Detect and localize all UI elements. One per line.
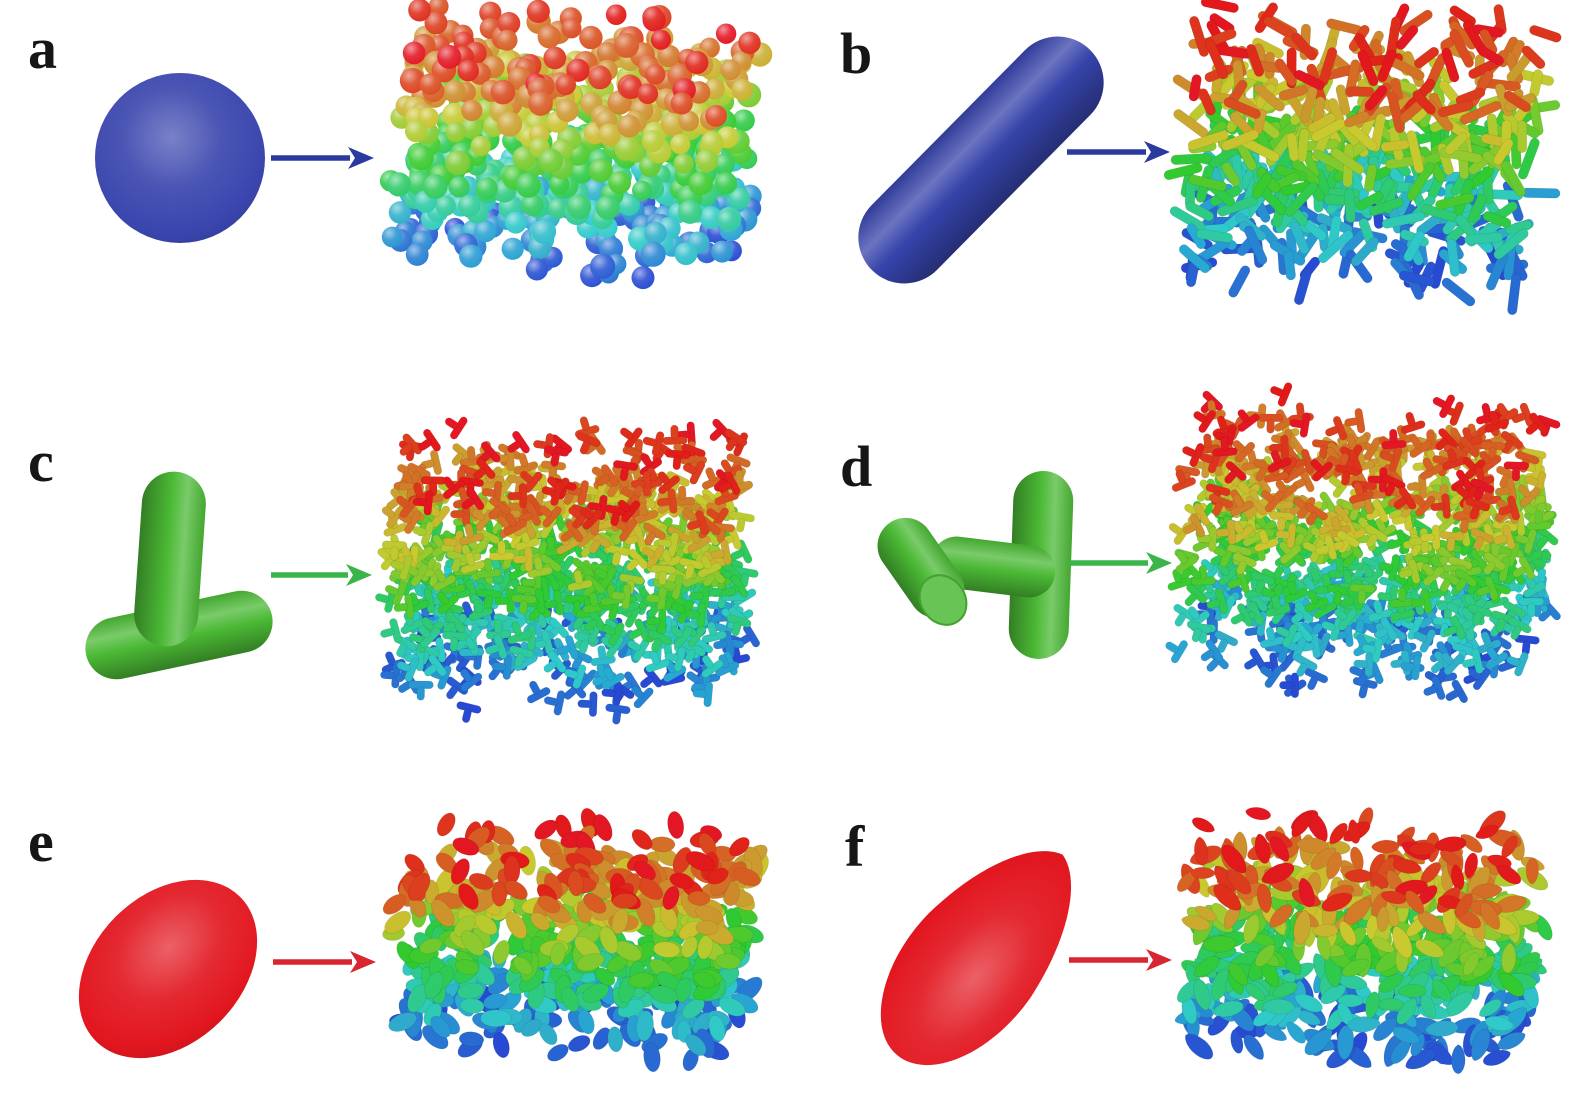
panel-e-label: e: [28, 809, 54, 874]
rod-shape-graphic: [840, 20, 1130, 310]
tshape-upright-graphic: [70, 460, 300, 710]
sphere-packing-graphic: [373, 0, 773, 322]
arrow-icon: [272, 948, 376, 976]
arrow-icon: [270, 144, 374, 172]
panel-a-label: a: [28, 16, 57, 81]
arrow-icon: [1066, 138, 1170, 166]
panel-c-label: c: [28, 429, 54, 494]
panel-b-label: b: [840, 21, 873, 86]
rod-packing-graphic: [1162, 0, 1562, 338]
arrow-icon: [1068, 549, 1172, 577]
panel-f-label: f: [845, 814, 865, 879]
arrow-icon: [1068, 946, 1172, 974]
sphere-shape-graphic: [92, 70, 268, 246]
teardrop-shape-graphic: [865, 840, 1105, 1080]
ellipsoid-shape-graphic: [60, 860, 280, 1080]
panel-d-label: d: [840, 434, 873, 499]
arrow-icon: [270, 561, 372, 589]
tshape-packing-graphic: [1162, 382, 1561, 746]
teardrop-packing-graphic: [1162, 804, 1557, 1104]
ellipsoid-packing-graphic: [372, 807, 769, 1100]
tshape-rotated-graphic: [870, 455, 1100, 685]
tshape-packing-graphic: [368, 416, 761, 758]
